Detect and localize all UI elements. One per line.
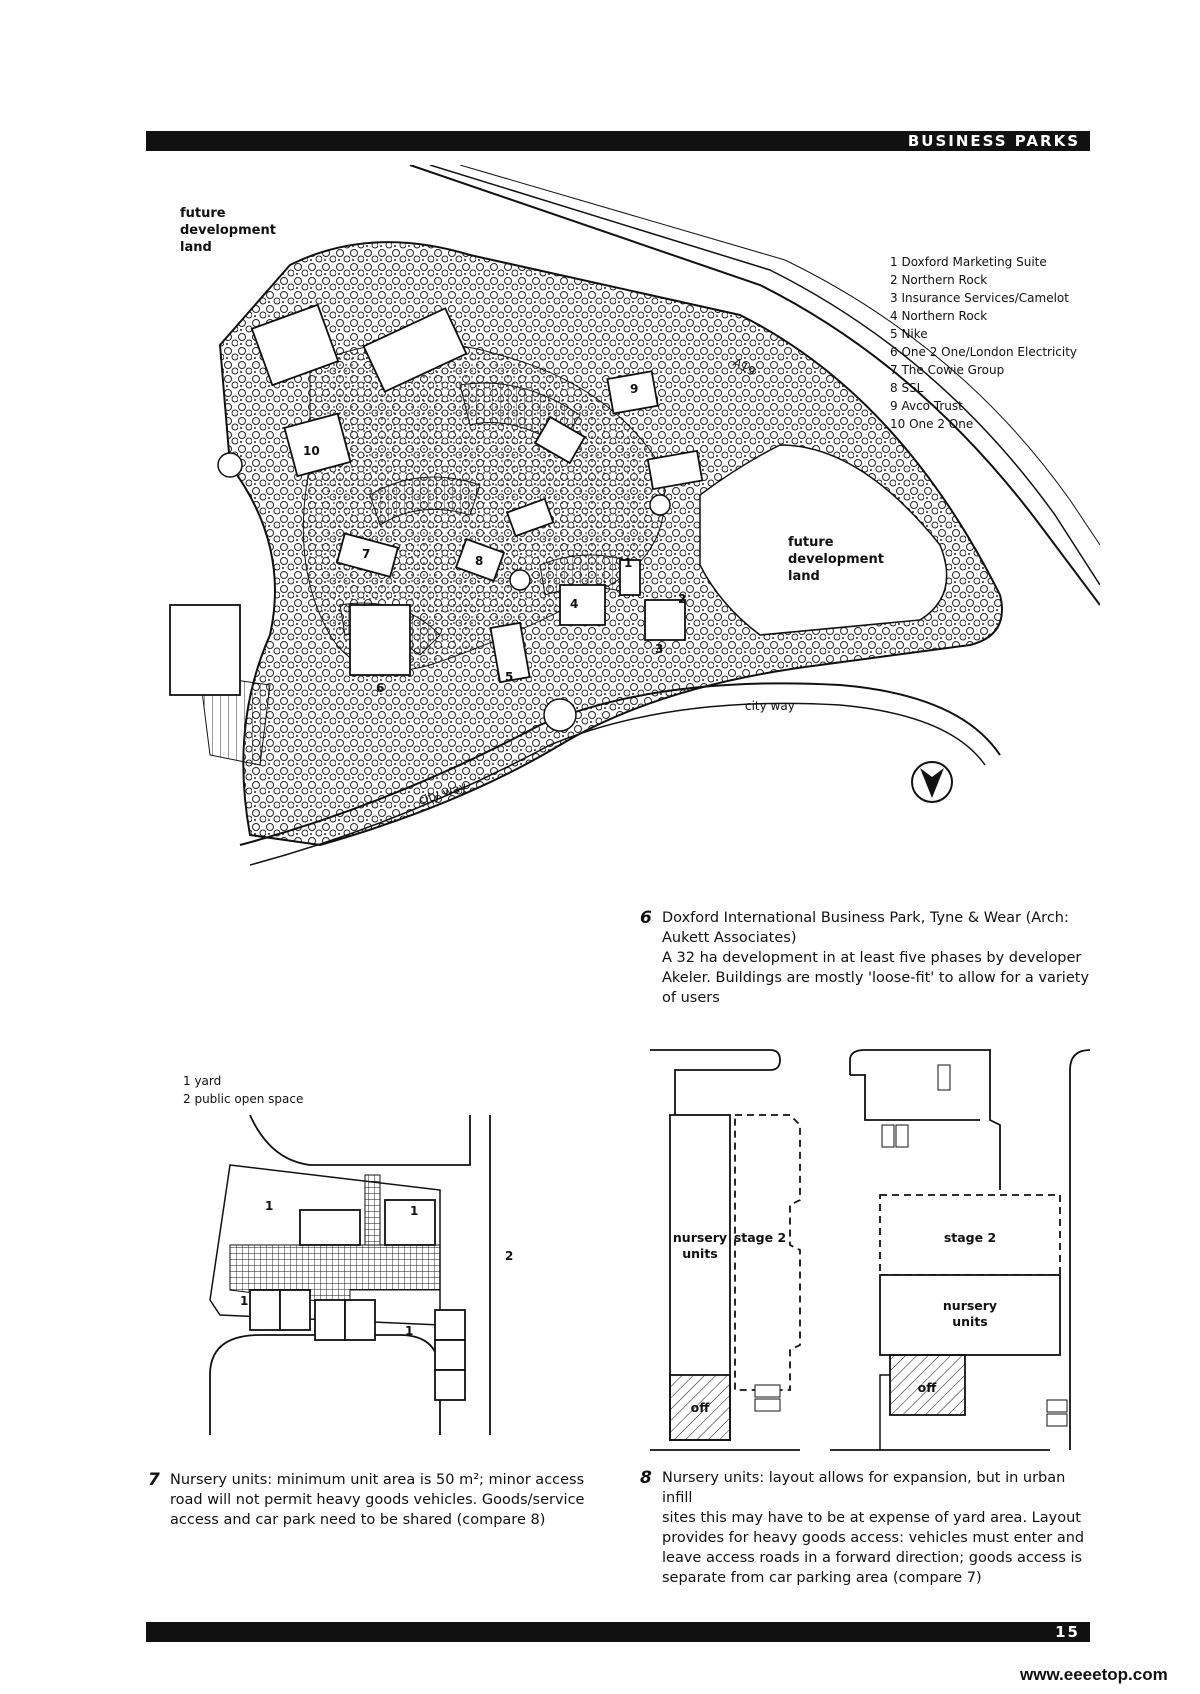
off-label-2: off — [918, 1380, 938, 1395]
stage-2-label-1: stage 2 — [734, 1230, 786, 1245]
building-number-8: 8 — [475, 554, 483, 568]
site-plan-legend: 1 Doxford Marketing Suite 2 Northern Roc… — [890, 255, 1078, 431]
road-label-city-way-1: city way — [745, 699, 795, 713]
yard-label-4: 1 — [405, 1324, 413, 1338]
nursery-units-label-1b: units — [682, 1246, 718, 1261]
header-bar: BUSINESS PARKS — [146, 131, 1090, 151]
building-number-9: 9 — [630, 382, 638, 396]
building-number-2: 2 — [678, 592, 686, 606]
stage-2-label-2: stage 2 — [944, 1230, 996, 1245]
public-open-space-label: 2 — [505, 1249, 513, 1263]
nursery-units-plan-figure-8: nursery units stage 2 stage 2 nursery un… — [650, 1045, 1090, 1465]
building-number-1: 1 — [624, 556, 632, 570]
building-number-10: 10 — [303, 444, 320, 458]
figure-7-legend: 1 yard 2 public open space — [183, 1074, 304, 1106]
nursery-units-label-2a: nursery — [943, 1298, 997, 1313]
footer-bar: 15 — [146, 1622, 1090, 1642]
future-development-label-2: future development land — [788, 535, 884, 584]
site-plan-figure: 1 2 3 4 5 6 7 8 9 10 A19 city way city w… — [140, 165, 1100, 905]
building-number-3: 3 — [655, 642, 663, 656]
building-number-7: 7 — [362, 547, 370, 561]
figure-8-drawing: nursery units stage 2 stage 2 nursery un… — [650, 1049, 1090, 1451]
figure-7-caption: 7 Nursery units: minimum unit area is 50… — [148, 1470, 585, 1528]
building-number-4: 4 — [570, 597, 578, 611]
future-development-label-1: future development land — [180, 206, 276, 255]
yard-label-2: 1 — [410, 1204, 418, 1218]
building-number-6: 6 — [376, 681, 384, 695]
page-number: 15 — [1055, 1623, 1080, 1641]
watermark: www.eeeetop.com — [1020, 1665, 1168, 1684]
site-plan-drawing: 1 2 3 4 5 6 7 8 9 10 A19 city way city w… — [169, 165, 1100, 866]
figure-number: 8 — [640, 1468, 652, 1488]
yard-label-3: 1 — [240, 1294, 248, 1308]
figure-number: 7 — [148, 1470, 160, 1490]
figure-6-caption: 6 Doxford International Business Park, T… — [640, 908, 1090, 1006]
north-arrow-icon — [911, 761, 953, 803]
figure-8-caption: 8 Nursery units: layout allows for expan… — [640, 1468, 1085, 1586]
section-title: BUSINESS PARKS — [907, 132, 1080, 150]
nursery-units-label-2b: units — [952, 1314, 988, 1329]
figure-7-drawing: 1 1 1 1 2 — [209, 1115, 513, 1435]
nursery-units-plan-figure-7: 1 1 1 1 2 — [200, 1115, 560, 1445]
building-number-5: 5 — [505, 670, 513, 684]
yard-label-1: 1 — [265, 1199, 273, 1213]
nursery-units-label-1a: nursery — [673, 1230, 727, 1245]
off-label-1: off — [691, 1400, 711, 1415]
figure-number: 6 — [640, 908, 652, 928]
building-outline — [250, 303, 340, 387]
